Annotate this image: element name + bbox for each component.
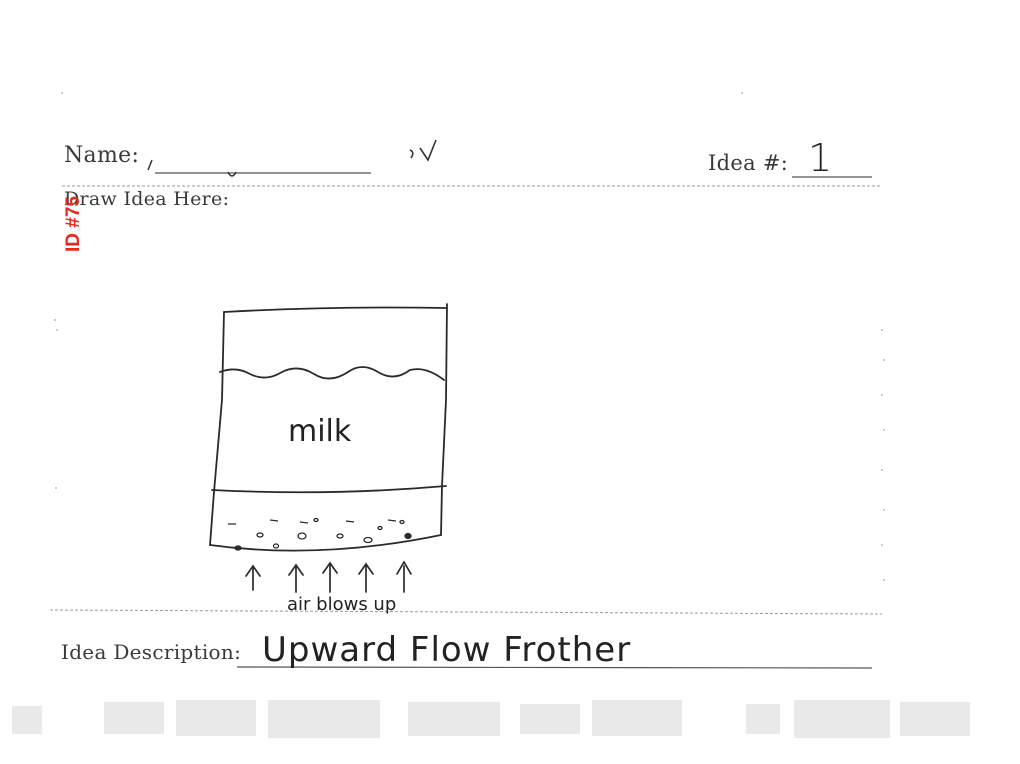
idea-number-label: Idea #:: [708, 151, 789, 175]
air-caption: air blows up: [287, 594, 397, 615]
up-arrow-icon: [288, 563, 304, 593]
milk-label: milk: [288, 414, 352, 449]
upward-arrows: [245, 560, 412, 593]
description-label: Idea Description:: [61, 640, 242, 664]
bleed-through-noise: [12, 700, 970, 738]
name-handwriting-scribble: [409, 139, 437, 162]
description-underline: [236, 666, 873, 669]
up-arrow-icon: [396, 560, 412, 593]
air-bubbles: [228, 517, 412, 551]
scan-noise: [54, 92, 885, 581]
name-label: Name:: [64, 143, 140, 168]
up-arrow-icon: [358, 562, 374, 593]
name-handwriting-mark-2: [227, 171, 237, 177]
up-arrow-icon: [245, 564, 261, 591]
idea-number-value: 1: [808, 136, 833, 180]
description-value: Upward Flow Frother: [262, 630, 632, 670]
name-handwriting-mark: [147, 159, 153, 171]
draw-idea-label: Draw Idea Here:: [64, 188, 230, 210]
id-stamp: ID #75: [63, 196, 84, 252]
up-arrow-icon: [322, 561, 338, 593]
drawing-area-divider: [49, 609, 883, 615]
